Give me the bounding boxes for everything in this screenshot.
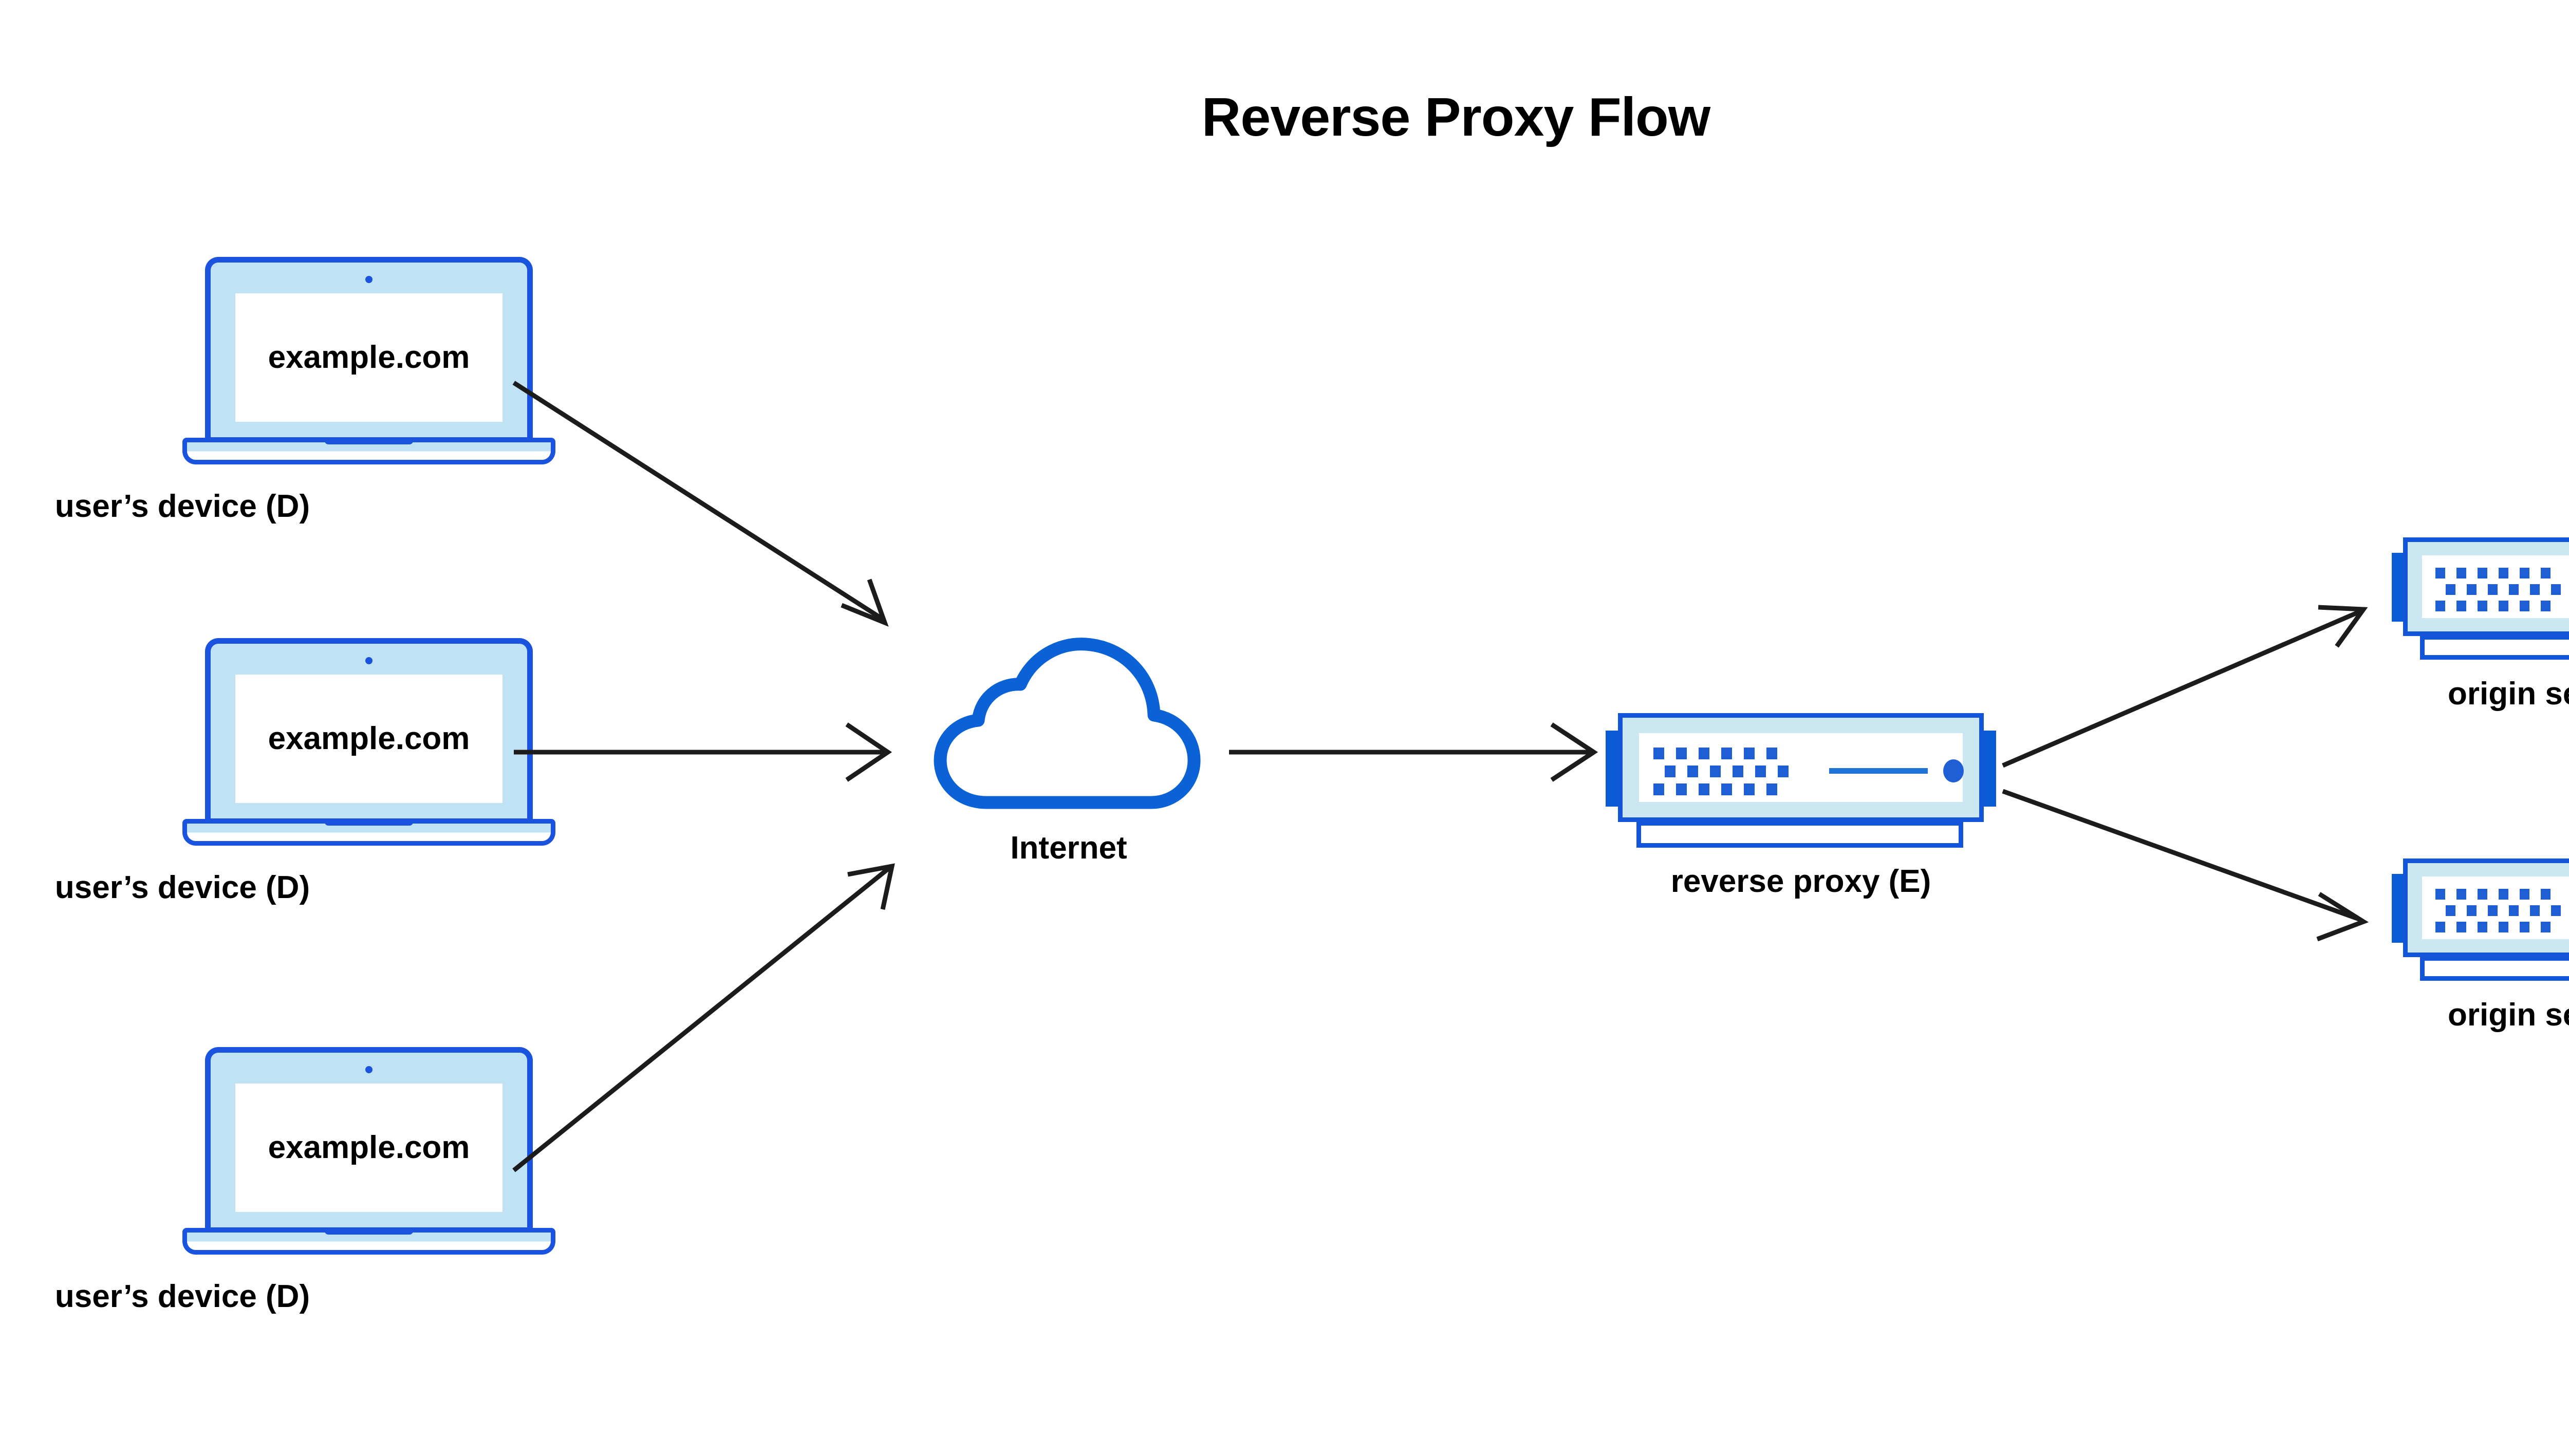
server-front-panel bbox=[2422, 555, 2569, 618]
server-base bbox=[2420, 956, 2569, 981]
node-label-internet: Internet bbox=[1010, 830, 1127, 866]
server-led-grid-icon bbox=[2435, 889, 2561, 933]
server-icon bbox=[1606, 704, 1996, 848]
node-label-origin-top: origin server (F) bbox=[2448, 676, 2569, 712]
laptop-lid: example.com bbox=[205, 257, 533, 443]
edge-internet-to-proxy bbox=[1229, 722, 1598, 782]
laptop-screen: example.com bbox=[235, 293, 502, 422]
server-chassis bbox=[2403, 858, 2569, 957]
cloud-icon bbox=[934, 638, 1201, 809]
server-chassis bbox=[2403, 537, 2569, 636]
server-base bbox=[1636, 821, 1963, 848]
camera-dot-icon bbox=[365, 657, 373, 664]
server-front-panel bbox=[2422, 876, 2569, 939]
trackpad-notch-icon bbox=[325, 1228, 413, 1235]
laptop-icon: example.com bbox=[182, 638, 555, 849]
trackpad-notch-icon bbox=[325, 819, 413, 826]
laptop-lid: example.com bbox=[205, 638, 533, 824]
server-status-dot-icon bbox=[1943, 759, 1964, 782]
server-chassis bbox=[1618, 713, 1984, 822]
server-base bbox=[2420, 635, 2569, 660]
node-label-client-bottom: user’s device (D) bbox=[54, 1279, 310, 1314]
laptop-screen: example.com bbox=[235, 1084, 502, 1212]
node-origin-bottom[interactable]: origin server (F) bbox=[2392, 850, 2569, 1031]
edge-proxy-to-origin-top bbox=[2002, 605, 2368, 768]
camera-dot-icon bbox=[365, 276, 373, 283]
server-led-grid-icon bbox=[2435, 568, 2561, 612]
camera-dot-icon bbox=[365, 1066, 373, 1073]
trackpad-notch-icon bbox=[325, 438, 413, 444]
laptop-icon: example.com bbox=[182, 257, 555, 468]
screen-url-text: example.com bbox=[268, 340, 470, 375]
server-front-panel bbox=[1639, 733, 1964, 802]
node-origin-top[interactable]: origin server (F) bbox=[2392, 529, 2569, 710]
server-status-line-icon bbox=[1829, 768, 1928, 774]
node-reverse-proxy[interactable]: reverse proxy (E) bbox=[1606, 704, 1996, 898]
screen-url-text: example.com bbox=[268, 1130, 470, 1165]
page-title: Reverse Proxy Flow bbox=[1201, 87, 1710, 147]
node-label-reverse-proxy: reverse proxy (E) bbox=[1670, 864, 1931, 899]
edge-client-bottom-to-internet bbox=[512, 863, 895, 1172]
node-label-client-middle: user’s device (D) bbox=[54, 870, 310, 905]
server-led-grid-icon bbox=[1653, 748, 1789, 795]
laptop-screen: example.com bbox=[235, 675, 502, 803]
server-icon bbox=[2392, 529, 2569, 660]
edge-proxy-to-origin-bottom bbox=[2002, 789, 2369, 942]
laptop-icon: example.com bbox=[182, 1047, 555, 1258]
node-label-origin-bottom: origin server (F) bbox=[2448, 997, 2569, 1033]
edge-client-top-to-internet bbox=[512, 381, 889, 627]
server-icon bbox=[2392, 850, 2569, 981]
node-label-client-top: user’s device (D) bbox=[54, 489, 310, 524]
edge-client-middle-to-internet bbox=[514, 722, 892, 782]
screen-url-text: example.com bbox=[268, 721, 470, 756]
laptop-lid: example.com bbox=[205, 1047, 533, 1233]
